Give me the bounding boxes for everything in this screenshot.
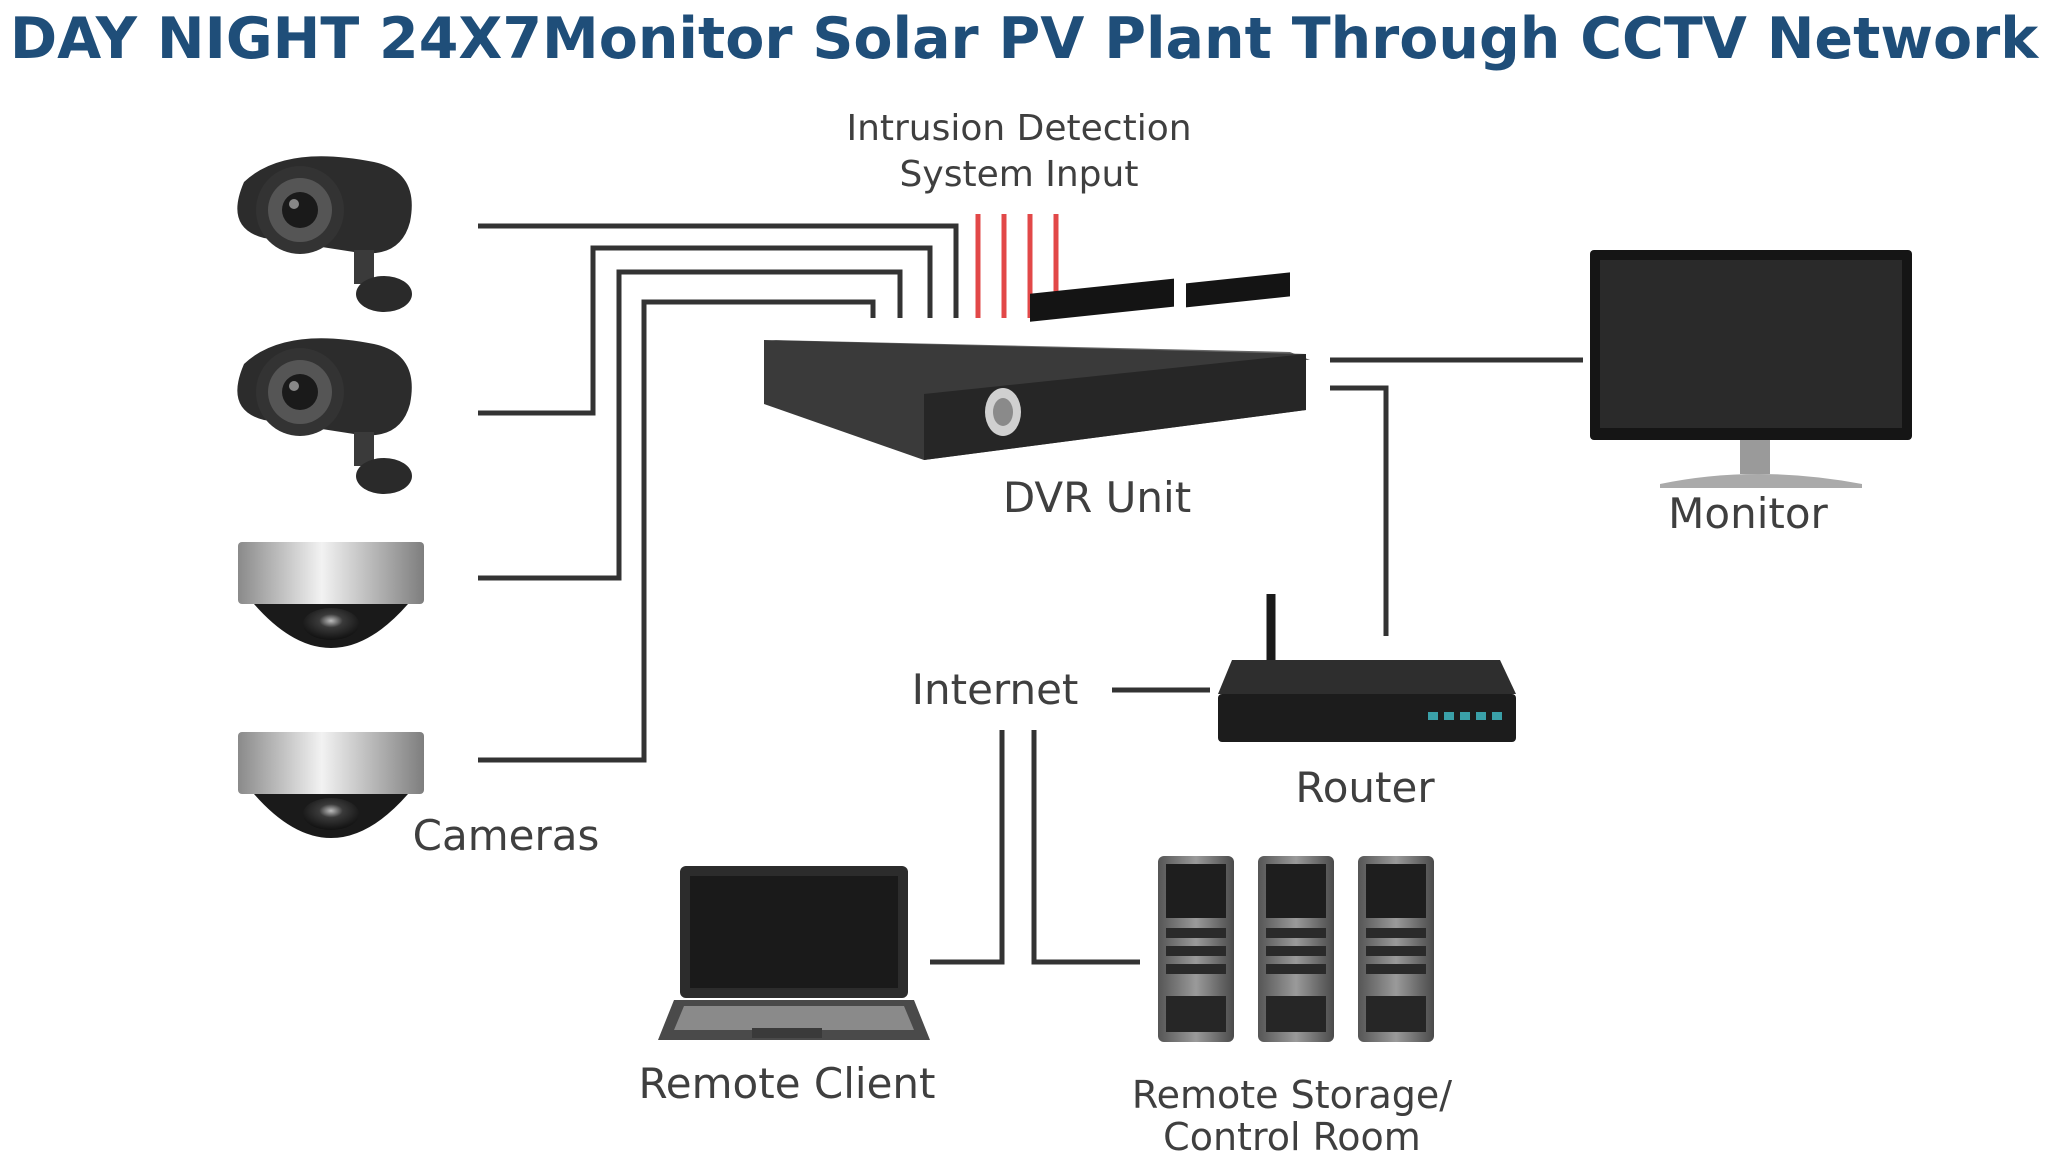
remote-client-label: Remote Client — [639, 1059, 936, 1108]
camera-1-wire — [478, 223, 959, 318]
internet-label: Internet — [912, 665, 1079, 714]
monitor-icon — [1590, 250, 1912, 488]
internet-wires — [930, 687, 1210, 965]
dvr-unit-icon — [764, 272, 1310, 460]
router-label: Router — [1295, 763, 1435, 812]
dvr-wires — [1330, 357, 1583, 636]
internet-client-wire — [930, 730, 1005, 965]
camera-2-wire — [478, 245, 933, 416]
router-icon — [1218, 594, 1516, 742]
ids-label-line2: System Input — [900, 154, 1139, 195]
dome-camera-icon — [238, 732, 424, 838]
camera-wires — [478, 223, 959, 763]
laptop-icon — [658, 866, 930, 1040]
bullet-camera-icon — [237, 156, 412, 312]
monitor-label: Monitor — [1668, 489, 1828, 538]
camera-3-wire — [478, 269, 903, 581]
ids-label-line1: Intrusion Detection — [846, 108, 1191, 149]
cameras-label: Cameras — [413, 811, 600, 860]
dvr-label: DVR Unit — [1003, 473, 1191, 522]
internet-storage-wire — [1031, 730, 1140, 965]
remote-storage-label-line2: Control Room — [1163, 1115, 1421, 1152]
dvr-router-wire — [1330, 385, 1389, 636]
bullet-camera-icon — [237, 338, 412, 494]
storage-server-icon — [1358, 856, 1434, 1042]
page-title: DAY NIGHT 24X7Monitor Solar PV Plant Thr… — [9, 6, 2039, 72]
storage-server-icon — [1258, 856, 1334, 1042]
storage-server-icon — [1158, 856, 1234, 1042]
remote-storage-label-line1: Remote Storage/ — [1132, 1073, 1452, 1117]
dome-camera-icon — [238, 542, 424, 648]
camera-4-wire — [478, 299, 876, 763]
